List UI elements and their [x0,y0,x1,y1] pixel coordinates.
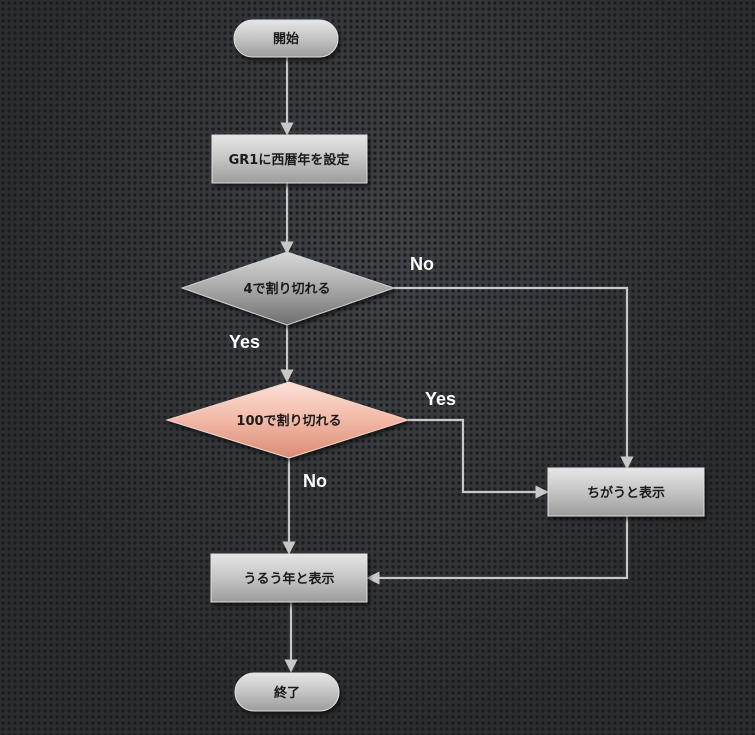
show-not-leap-process: ちがうと表示 [547,467,705,517]
div4-no-label: No [410,254,434,274]
div100-no-label: No [303,471,327,491]
set-year-process: GR1に西暦年を設定 [211,134,368,184]
edge-div4-no [394,286,634,470]
edge-notleap-to-leap [366,516,629,585]
show-leap-label: うるう年と表示 [243,571,334,587]
show-leap-process: うるう年と表示 [210,553,368,603]
edges [280,57,634,673]
end-terminator: 終了 [234,672,340,712]
div4-decision: 4で割り切れる [180,251,396,326]
start-label: 開始 [273,31,299,47]
div4-label: 4で割り切れる [243,281,330,297]
div4-yes-label: Yes [229,332,260,352]
end-label: 終了 [274,685,300,701]
show-not-leap-label: ちがうと表示 [587,485,665,501]
div100-yes-label: Yes [425,389,456,409]
edge-div100-yes [408,418,549,499]
start-terminator: 開始 [233,19,339,58]
div100-label: 100で割り切れる [236,413,341,429]
set-year-label: GR1に西暦年を設定 [229,152,350,168]
div100-decision: 100で割り切れる [165,381,410,459]
